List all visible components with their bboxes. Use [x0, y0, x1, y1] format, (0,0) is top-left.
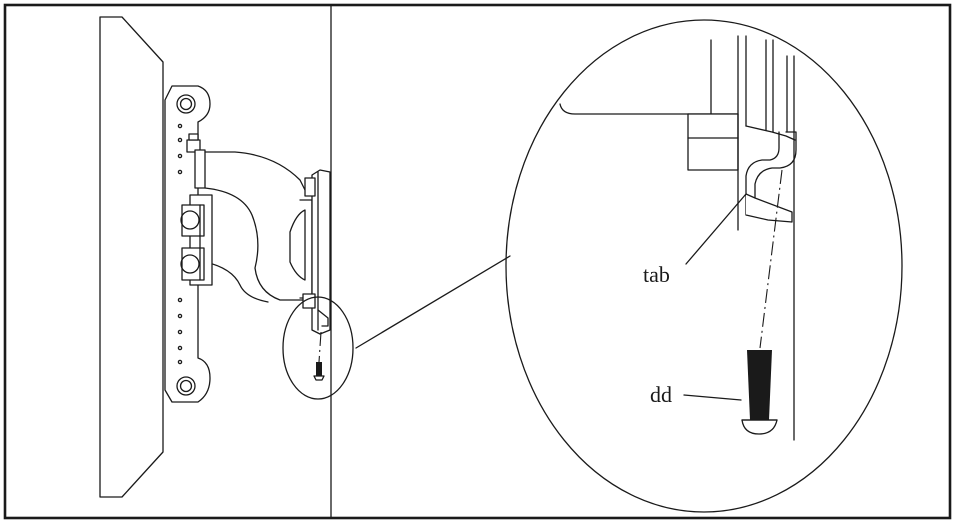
callout-leader-line — [355, 255, 511, 349]
magnified-detail-ellipse — [505, 19, 903, 513]
bracket-bolt-top — [304, 177, 316, 197]
detail-screw — [741, 169, 783, 435]
detail-bracket — [737, 35, 797, 441]
screw-shank — [747, 350, 772, 420]
tab-leader-line — [685, 193, 747, 265]
plate-hole-bottom — [176, 376, 196, 396]
tv-panel — [99, 16, 164, 498]
screw-head — [741, 419, 778, 435]
detail-callout-circle — [282, 296, 354, 400]
plate-hole-top — [176, 94, 196, 114]
detail-arm-body — [559, 39, 739, 115]
screw-leader-line — [683, 394, 742, 401]
tilt-knob-assembly — [180, 194, 213, 286]
wall-bracket — [302, 169, 331, 335]
tv-mounting-plate — [164, 85, 211, 403]
tab — [745, 193, 793, 223]
plate-slot-holes — [177, 123, 183, 365]
figure-frame — [3, 3, 952, 520]
screw-label: dd — [650, 382, 672, 407]
screw-alignment-centerline — [759, 169, 783, 349]
screw-small — [313, 331, 325, 381]
tab-label: tab — [643, 262, 670, 287]
detail-bolt-block — [687, 113, 739, 171]
